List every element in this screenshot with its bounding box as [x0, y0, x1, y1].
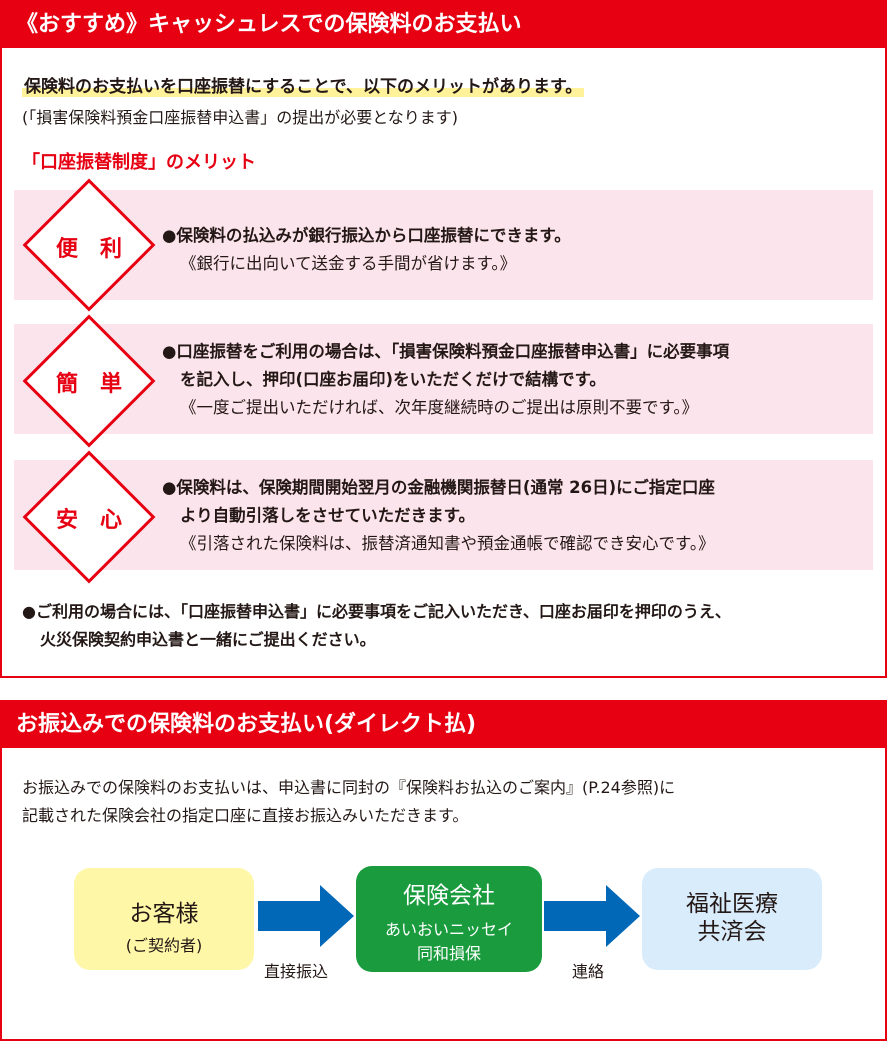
arrow-right-icon — [258, 885, 354, 947]
customer-sub-label: (ご契約者) — [125, 936, 203, 955]
merit-label: 簡単 — [55, 372, 144, 397]
merit-band-easy — [14, 324, 873, 434]
merit-label: 安心 — [55, 508, 144, 533]
company-name-line1: あいおいニッセイ — [384, 920, 513, 939]
mutual-aid-label-line1: 福祉医療 — [686, 891, 778, 917]
intro-line: 保険料のお支払いを口座振替にすることで、以下のメリットがあります。 — [22, 77, 585, 97]
merit-band-secure — [14, 460, 873, 570]
section-header-direct: お振込みでの保険料のお支払い(ダイレクト払) — [2, 702, 885, 748]
merit-text: ●保険料の払込みが銀行振込から口座振替にできます。 《銀行に出向いて送金する手間… — [162, 226, 571, 273]
mutual-aid-box: 福祉医療 共済会 — [642, 868, 822, 970]
section-header-cashless: 《おすすめ》キャッシュレスでの保険料のお支払い — [2, 2, 885, 48]
merit-text: ●保険料は、保険期間開始翌月の金融機関振替日(通常 26日)にご指定口座 より自… — [162, 478, 715, 553]
arrow-label-contact: 連絡 — [572, 962, 605, 981]
merit-title: 「口座振替制度」のメリット — [22, 152, 256, 173]
direct-payment-text: お振込みでの保険料のお支払いは、申込書に同封の『保険料お払込のご案内』(P.24… — [22, 778, 676, 825]
usage-note: ●ご利用の場合には、「口座振替申込書」に必要事項をご記入いただき、口座お届印を押… — [22, 602, 731, 649]
company-name-line2: 同和損保 — [416, 944, 481, 963]
merit-label: 便利 — [55, 237, 144, 262]
intro-note: (「損害保険料預金口座振替申込書」の提出が必要となります) — [22, 108, 459, 127]
arrow-right-icon — [544, 885, 640, 947]
customer-box: お客様 (ご契約者) — [74, 868, 254, 970]
merit-band-convenient — [14, 190, 873, 300]
customer-label: お客様 — [129, 901, 199, 927]
merit-text: ●口座振替をご利用の場合は、「損害保険料預金口座振替申込書」に必要事項 を記入し… — [162, 342, 730, 417]
insurance-company-box: 保険会社 あいおいニッセイ 同和損保 — [356, 866, 542, 972]
company-label: 保険会社 — [403, 883, 495, 909]
arrow-label-direct-transfer: 直接振込 — [264, 962, 329, 981]
mutual-aid-label-line2: 共済会 — [697, 919, 767, 945]
